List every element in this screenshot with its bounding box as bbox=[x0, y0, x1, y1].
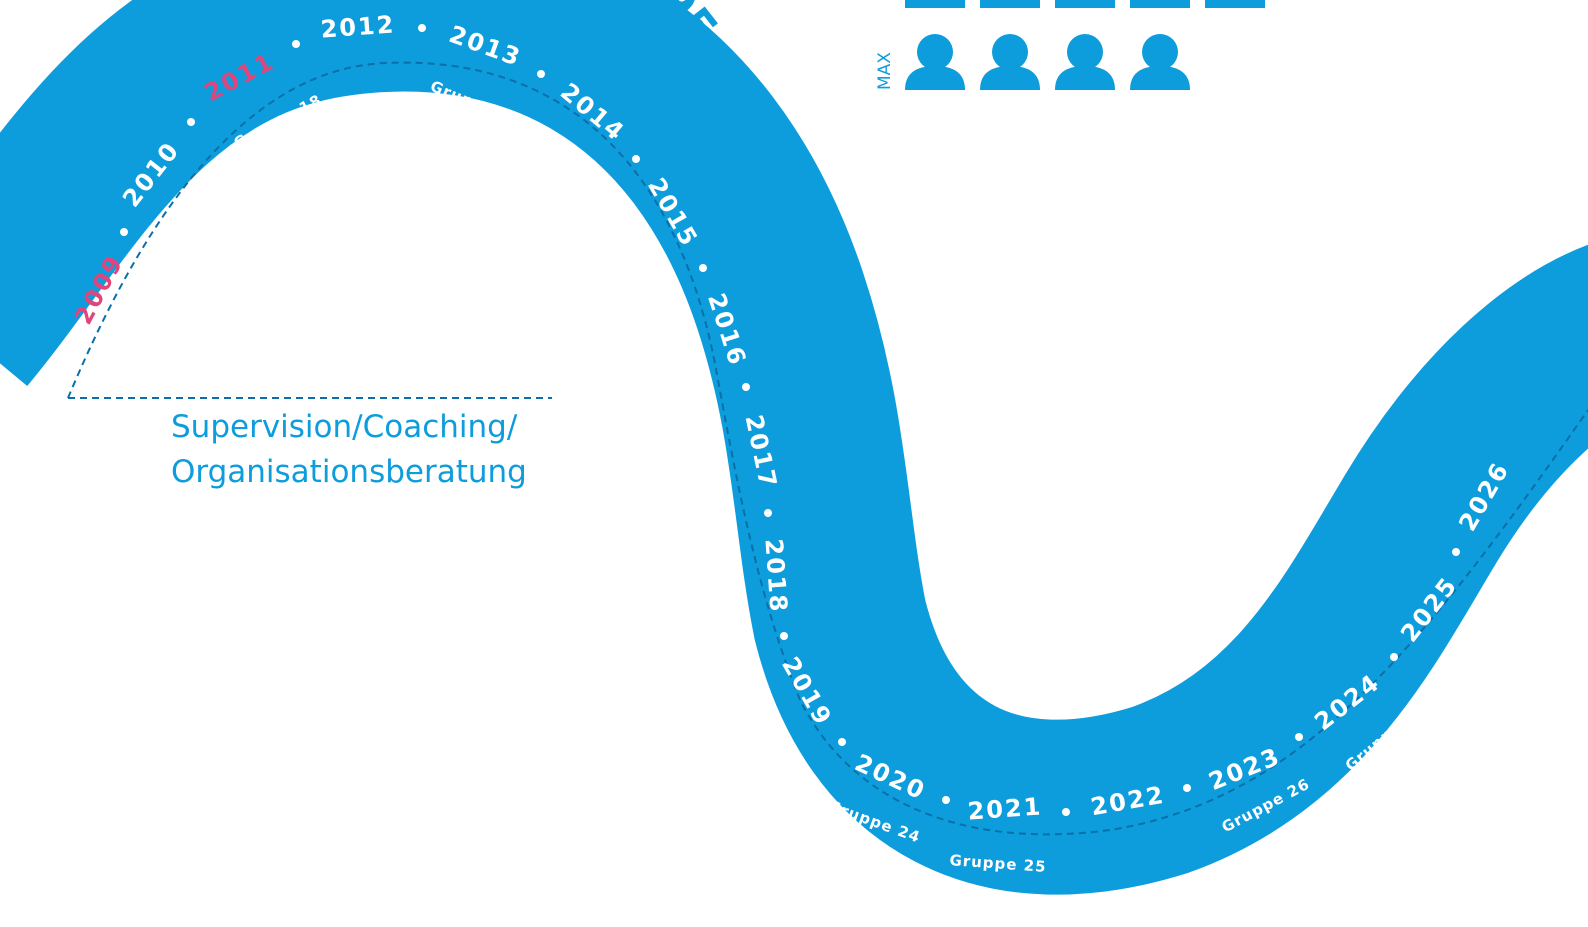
people-row-max: MAX bbox=[875, 34, 1190, 90]
person-icon bbox=[905, 0, 965, 8]
year-separator-dot bbox=[780, 632, 788, 640]
person-icon bbox=[1055, 34, 1115, 90]
year-separator-dot bbox=[187, 118, 195, 126]
year-separator-dot bbox=[1390, 653, 1398, 661]
year-separator-dot bbox=[537, 70, 545, 78]
year-separator-dot bbox=[1295, 733, 1303, 741]
year-label: 2018 bbox=[759, 538, 792, 615]
year-label: 2012 bbox=[320, 10, 397, 43]
year-separator-dot bbox=[1183, 784, 1191, 792]
max-label: MAX bbox=[875, 52, 895, 90]
group-label: Gruppe 22 bbox=[701, 543, 732, 642]
year-separators bbox=[120, 24, 1460, 816]
strikethrough-line bbox=[133, 297, 180, 371]
year-separator-dot bbox=[120, 228, 128, 236]
person-icon bbox=[1055, 0, 1115, 8]
caption-line-1: Supervision/Coaching/ bbox=[171, 409, 518, 445]
year-separator-dot bbox=[632, 155, 640, 163]
person-icon bbox=[1130, 0, 1190, 8]
person-icon bbox=[980, 34, 1040, 90]
year-separator-dot bbox=[742, 383, 750, 391]
person-icon bbox=[1130, 34, 1190, 90]
person-icon bbox=[1205, 0, 1265, 8]
year-separator-dot bbox=[418, 24, 426, 32]
year-separator-dot bbox=[838, 738, 846, 746]
caption: Supervision/Coaching/ Organisationsberat… bbox=[171, 405, 527, 495]
year-separator-dot bbox=[699, 264, 707, 272]
person-icon bbox=[980, 0, 1040, 8]
person-icon bbox=[905, 34, 965, 90]
caption-line-2: Organisationsberatung bbox=[171, 454, 527, 490]
year-separator-dot bbox=[1452, 548, 1460, 556]
year-separator-dot bbox=[1062, 808, 1070, 816]
timeline-river bbox=[0, 0, 1588, 895]
timeline-dashed-line bbox=[67, 61, 1588, 836]
people-row-top bbox=[905, 0, 1265, 8]
year-separator-dot bbox=[942, 796, 950, 804]
year-label: 2021 bbox=[967, 792, 1044, 825]
year-separator-dot bbox=[292, 40, 300, 48]
group-label: Gruppe 21 bbox=[685, 411, 716, 510]
year-separator-dot bbox=[764, 509, 772, 517]
